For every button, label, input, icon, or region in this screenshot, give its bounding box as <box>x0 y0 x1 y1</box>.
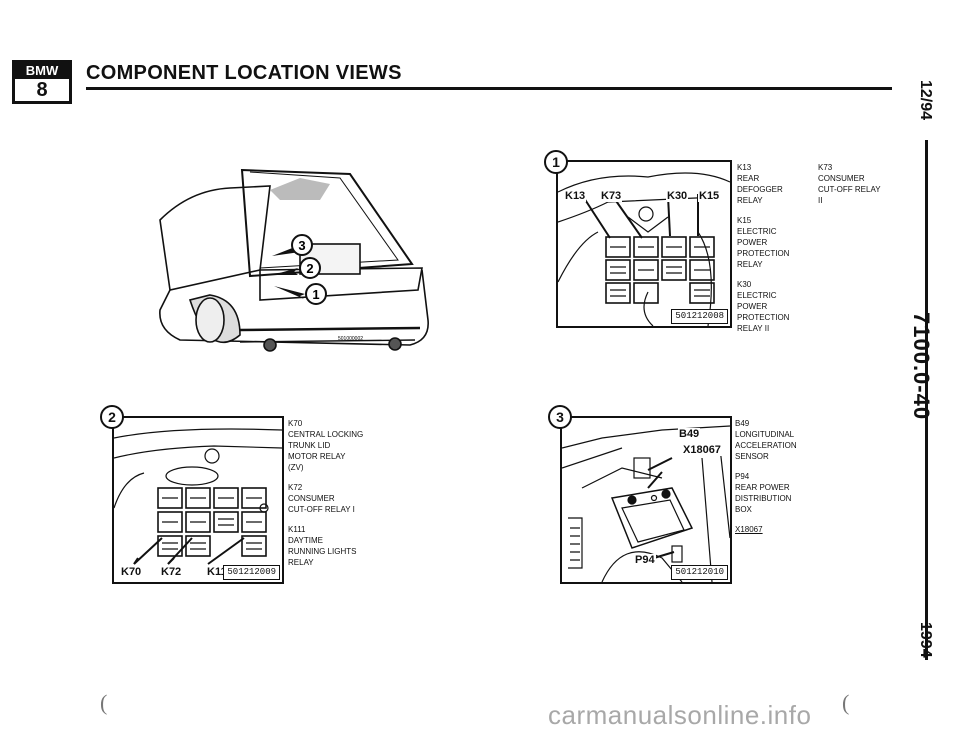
overview-figure-code: 501000002 <box>338 336 363 342</box>
callout-1: 1 <box>312 287 319 302</box>
label-k13: K13 <box>564 190 587 202</box>
panel-3-figure-id: 501212010 <box>671 565 728 580</box>
page-title: COMPONENT LOCATION VIEWS <box>86 62 402 84</box>
panel-3-number: 3 <box>548 405 572 429</box>
panel-2-number: 2 <box>100 405 124 429</box>
panel-1-drawing <box>558 172 730 326</box>
panel-2-relay-view: K70 K72 K111 501212009 <box>112 416 284 584</box>
desc-k72: K72 CONSUMER CUT-OFF RELAY I <box>288 483 355 514</box>
panel-1-relay-view: K13 K73 K30 K15 501212008 <box>556 160 732 328</box>
logo-brand: BMW <box>15 63 69 79</box>
side-rule <box>925 140 928 660</box>
paren-left: ( <box>100 690 108 715</box>
desc-x18067: X18067 <box>735 525 763 534</box>
label-k30: K30 <box>666 190 689 202</box>
paren-right: ( <box>842 690 850 715</box>
panel-1-number: 1 <box>544 150 568 174</box>
side-section-code: 7100.0-40 <box>909 312 934 421</box>
label-k15: K15 <box>698 190 721 202</box>
panel-3-descriptions: B49 LONGITUDINAL ACCELERATION SENSOR P94… <box>735 418 815 544</box>
bmw-8-series-logo: BMW 8 <box>12 60 72 104</box>
label-b49: B49 <box>678 428 701 440</box>
desc-p94: P94 REAR POWER DISTRIBUTION BOX <box>735 472 792 514</box>
callout-3: 3 <box>298 238 305 253</box>
overview-car-illustration: 3 2 1 501000002 <box>150 160 440 360</box>
desc-k15: K15 ELECTRIC POWER PROTECTION RELAY <box>737 216 790 269</box>
watermark: carmanualsonline.info <box>548 700 812 730</box>
panel-1-descriptions-right: K73 CONSUMER CUT-OFF RELAY II <box>818 162 898 215</box>
side-date: 12/94 <box>917 80 934 121</box>
side-year: 1994 <box>917 622 934 658</box>
label-k70: K70 <box>120 566 143 578</box>
panel-2-drawing <box>114 428 282 565</box>
label-x18067: X18067 <box>682 444 722 456</box>
panel-1-descriptions: K13 REAR DEFOGGER RELAY K15 ELECTRIC POW… <box>737 162 807 343</box>
panel-3-sensor-view: B49 X18067 P94 501212010 <box>560 416 732 584</box>
label-p94: P94 <box>634 554 656 566</box>
panel-2-figure-id: 501212009 <box>223 565 280 580</box>
desc-k73: K73 CONSUMER CUT-OFF RELAY II <box>818 163 881 205</box>
desc-k13: K13 REAR DEFOGGER RELAY <box>737 163 783 205</box>
title-rule <box>86 87 892 90</box>
car-drawing: 3 2 1 501000002 <box>159 168 429 352</box>
logo-series: 8 <box>36 79 48 101</box>
desc-b49: B49 LONGITUDINAL ACCELERATION SENSOR <box>735 419 797 461</box>
panel-2-descriptions: K70 CENTRAL LOCKING TRUNK LID MOTOR RELA… <box>288 418 368 577</box>
label-k73: K73 <box>600 190 623 202</box>
panel-1-figure-id: 501212008 <box>671 309 728 324</box>
desc-k30: K30 ELECTRIC POWER PROTECTION RELAY II <box>737 280 790 333</box>
callout-2: 2 <box>306 261 313 276</box>
label-k72: K72 <box>160 566 183 578</box>
desc-k70: K70 CENTRAL LOCKING TRUNK LID MOTOR RELA… <box>288 419 364 472</box>
desc-k111: K111 DAYTIME RUNNING LIGHTS RELAY <box>288 525 357 567</box>
